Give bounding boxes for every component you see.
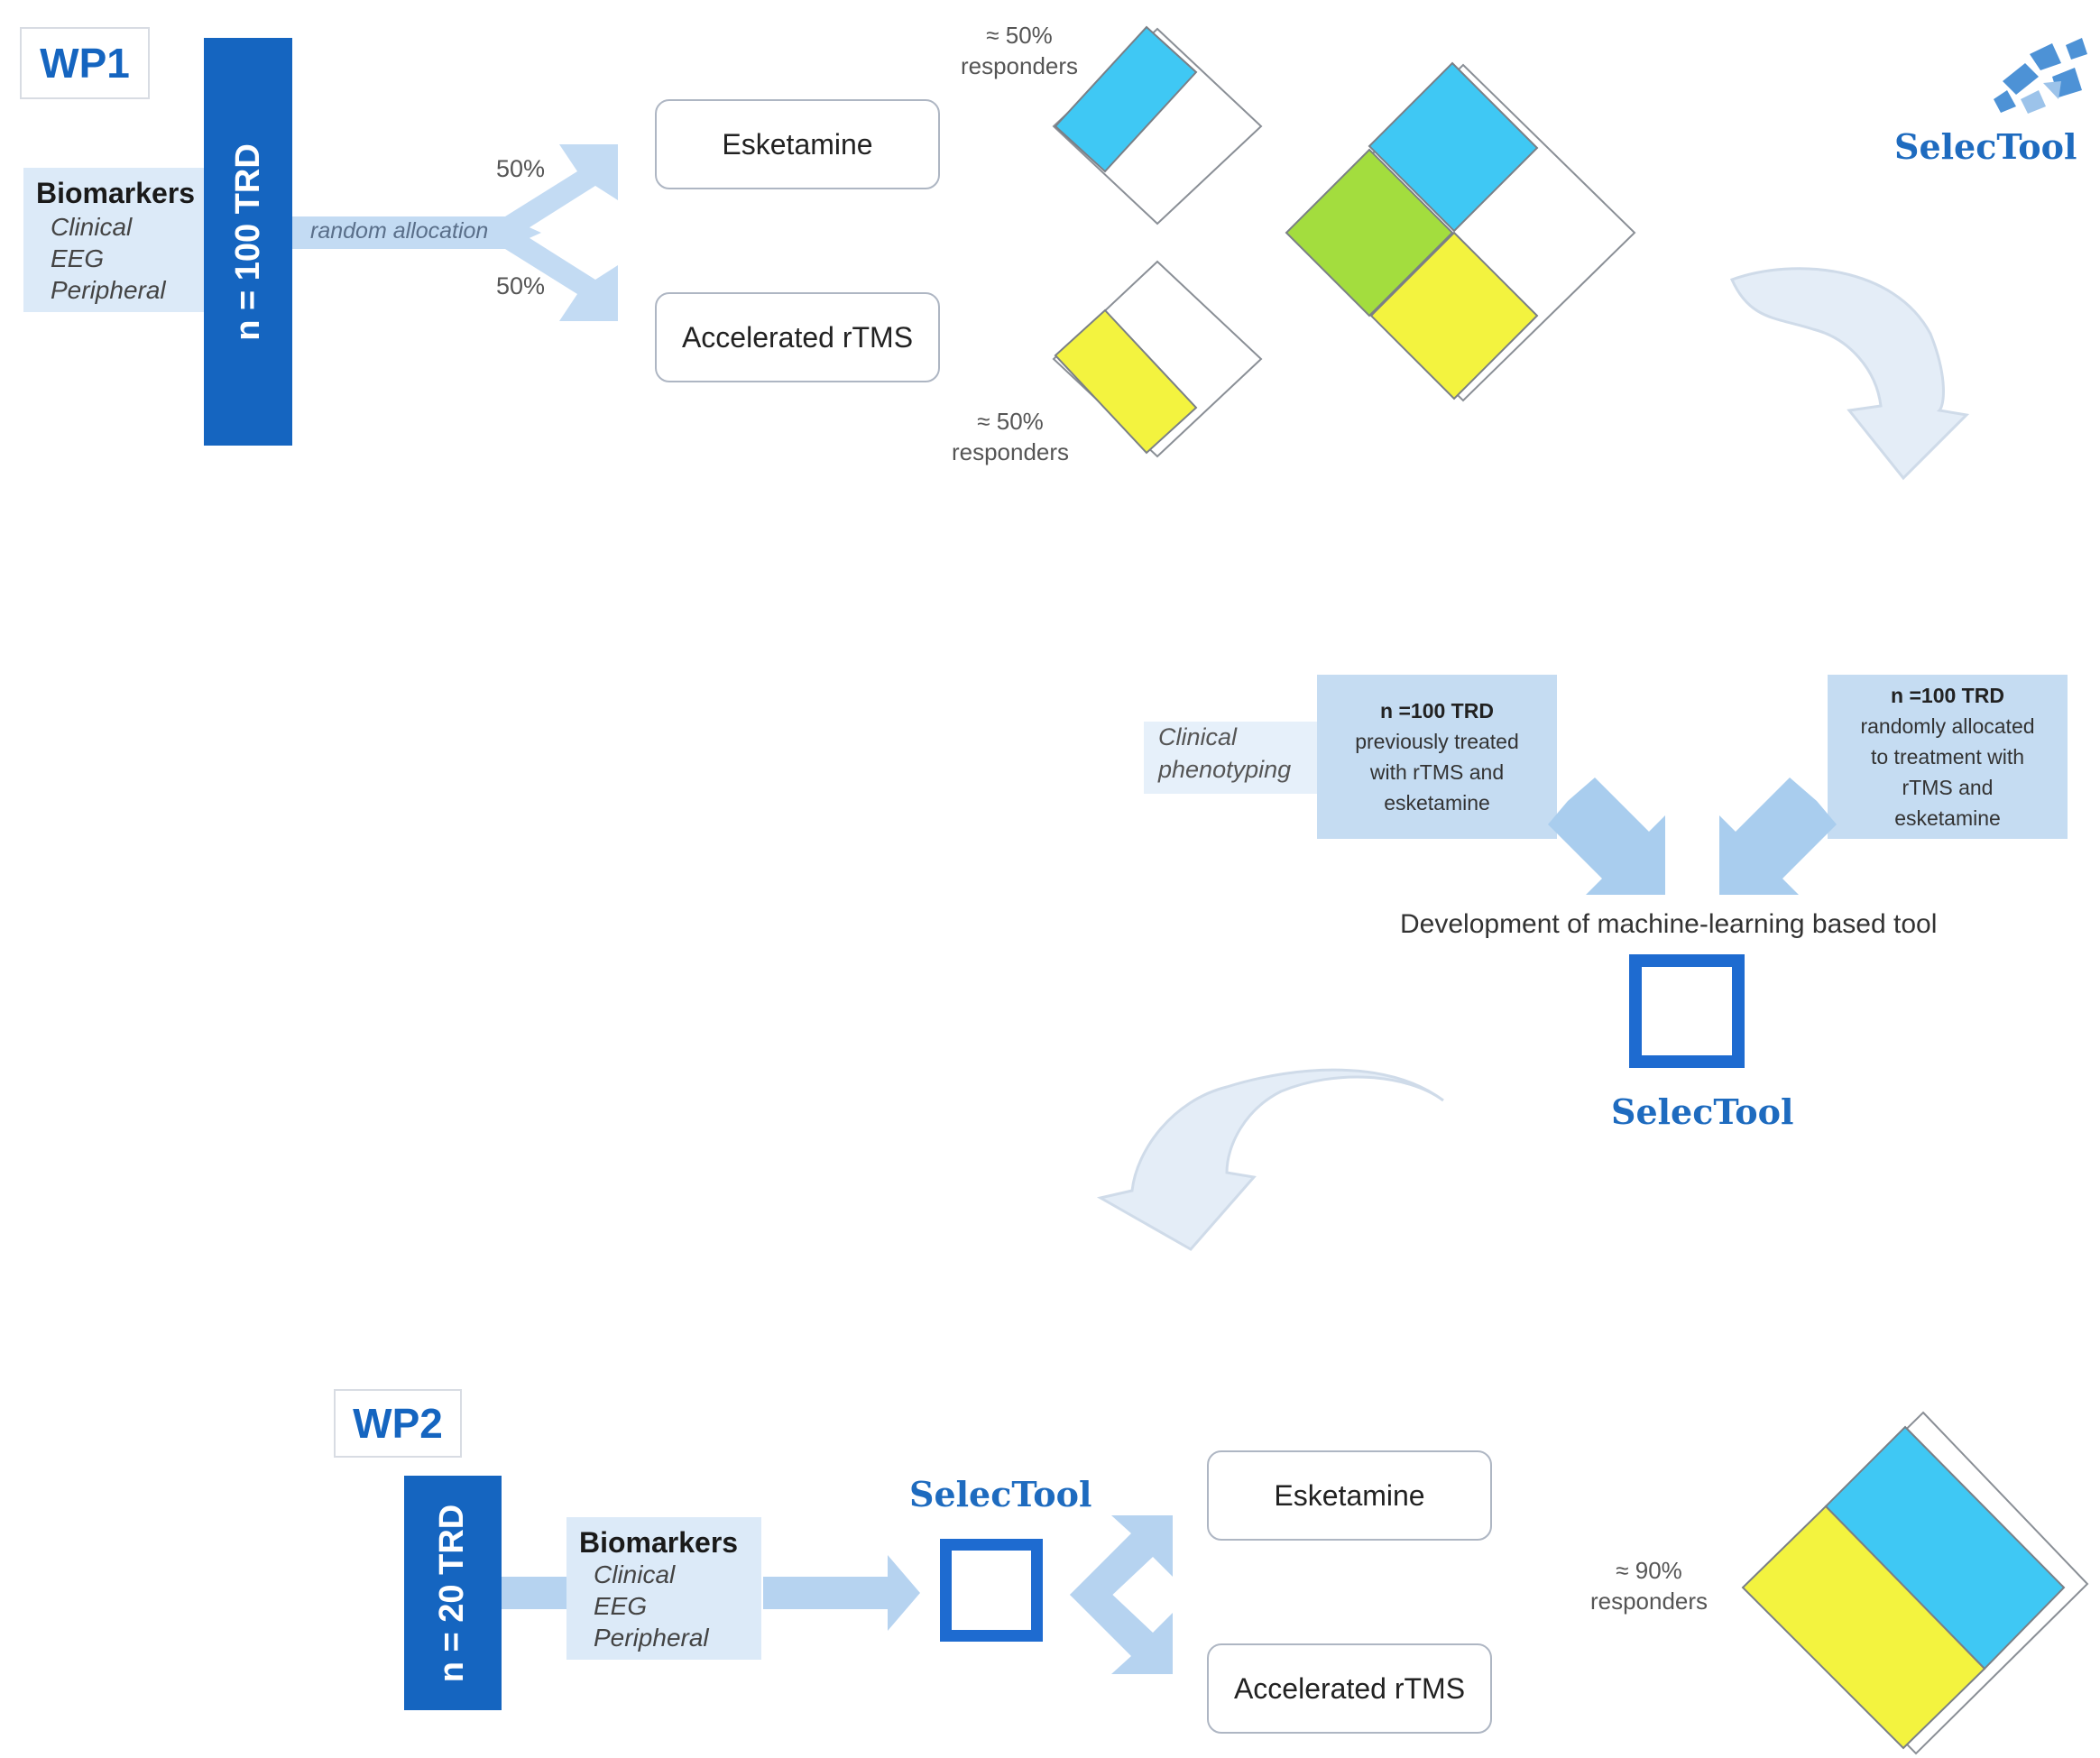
wp1-responders-b-pct: ≈ 50% [977,408,1044,435]
selectool-logo-icon [1994,38,2087,114]
selectool-logo-text: SelecTool [1894,126,2077,167]
dev-box-randomly-allocated: n =100 TRD randomly allocated to treatme… [1828,675,2068,839]
dev-box-left-line1: previously treated [1355,730,1519,753]
wp1-split-top: 50% [496,155,546,182]
wp2-tool-square-icon [940,1539,1043,1642]
wp2-label: WP2 [334,1389,462,1458]
dev-box-right-line3: rTMS and [1902,776,1994,799]
wp1-esketamine-box: Esketamine [655,99,940,189]
wp2-tool-label: SelecTool [909,1474,1092,1514]
dev-caption: Development of machine-learning based to… [1400,909,1938,939]
wp2-biomarker-eeg: EEG [594,1592,648,1620]
dev-box-right-line1: randomly allocated [1860,714,2035,738]
dev-tool-label: SelecTool [1611,1091,1794,1132]
esketamine-responders-fill [1054,25,1198,173]
wp2-fork-down [1070,1575,1173,1674]
wp1-responders-b: ≈ 50% responders [929,406,1091,467]
combined-cyan-cell [1368,61,1539,233]
curved-arrow-left-down [1096,1068,1444,1251]
clinical-phenotyping-line1: Clinical [1158,723,1238,750]
wp1-biomarkers-box: Biomarkers Clinical EEG Peripheral [23,168,204,312]
clinical-phenotyping-box: Clinical phenotyping [1144,722,1321,794]
dev-box-left-line3: esketamine [1384,791,1490,815]
combined-green-cell [1285,148,1454,318]
wp2-cohort-bar: n = 20 TRD [404,1476,502,1710]
wp2-responders-pct: ≈ 90% [1616,1557,1682,1584]
dev-arrow-right [1719,778,1837,895]
wp2-biomarker-peripheral: Peripheral [594,1624,709,1652]
wp2-responders-label: responders [1589,1588,1709,1615]
clinical-phenotyping-line2: phenotyping [1158,756,1292,783]
wp1-biomarker-eeg: EEG [51,244,105,272]
wp2-arrow-to-tool [763,1555,920,1631]
wp1-rtms-box: Accelerated rTMS [655,292,940,382]
curved-arrow-down [1729,267,1970,481]
dev-box-right-line2: to treatment with [1870,745,2025,769]
wp2-esketamine-box: Esketamine [1207,1450,1492,1541]
rtms-responders-fill [1054,308,1198,455]
wp2-biomarkers-box: Biomarkers Clinical EEG Peripheral [566,1517,761,1660]
wp1-split-bottom: 50% [496,272,546,299]
dev-tool-square-icon [1629,954,1745,1068]
wp2-biomarkers-title: Biomarkers [579,1526,739,1559]
wp1-biomarker-peripheral: Peripheral [51,276,166,304]
wp2-yellow-fill [1741,1505,1986,1750]
wp1-biomarkers-title: Biomarkers [36,177,196,209]
wp2-biomarker-clinical: Clinical [594,1560,676,1588]
wp1-cohort-bar: n = 100 TRD [204,38,292,446]
dev-box-left-line2: with rTMS and [1369,760,1505,784]
dev-box-right-title: n =100 TRD [1891,684,2004,707]
dev-arrow-left [1548,778,1665,895]
wp1-label: WP1 [20,27,150,99]
combined-yellow-cell [1369,231,1539,400]
wp2-rtms-box: Accelerated rTMS [1207,1643,1492,1734]
dev-box-left-title: n =100 TRD [1380,699,1494,723]
wp1-responders-b-label: responders [951,438,1070,465]
wp1-responders-a: ≈ 50% responders [938,20,1101,81]
wp1-allocation-label: random allocation [310,218,489,244]
wp1-responders-a-pct: ≈ 50% [986,22,1053,49]
wp2-responders: ≈ 90% responders [1568,1555,1730,1616]
dev-box-right-line4: esketamine [1894,806,2001,830]
wp1-biomarker-clinical: Clinical [51,213,133,241]
wp1-responders-a-label: responders [960,52,1079,79]
dev-box-previously-treated: n =100 TRD previously treated with rTMS … [1317,675,1557,839]
